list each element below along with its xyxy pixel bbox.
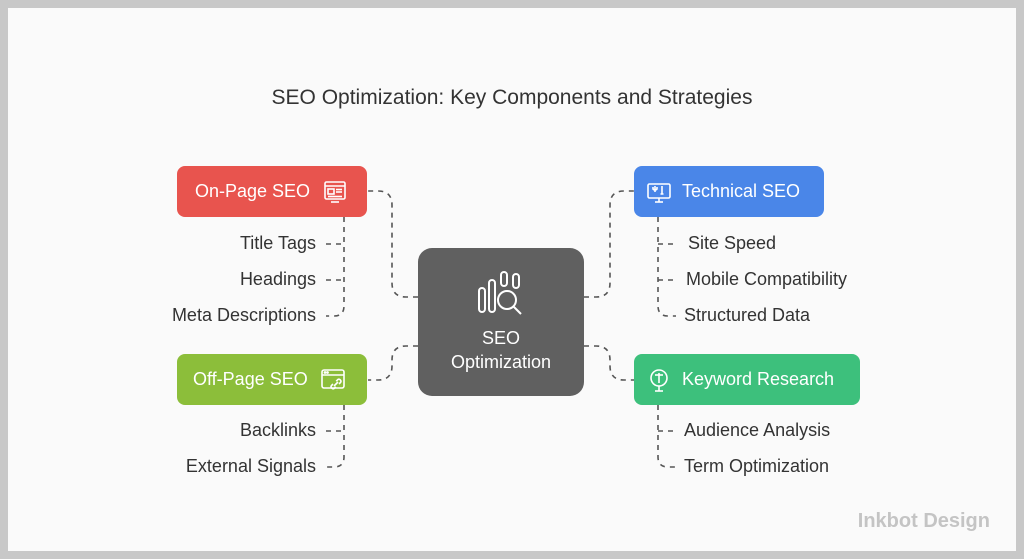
- center-label-line2: Optimization: [450, 352, 552, 372]
- off-page-item-external-signals: External Signals: [185, 456, 316, 476]
- search-target-icon: [646, 367, 672, 393]
- on-page-item-meta-descriptions: Meta Descriptions: [171, 305, 316, 325]
- keyword-item-audience-analysis: Audience Analysis: [684, 420, 831, 440]
- connector-off-page: [368, 345, 418, 381]
- monitor-tools-icon: [646, 179, 672, 205]
- off-page-seo-label: Off-Page SEO: [193, 369, 308, 389]
- brand-watermark: Inkbot Design: [857, 510, 990, 532]
- technical-item-site-speed: Site Speed: [688, 233, 777, 253]
- off-page-seo-box[interactable]: Off-Page SEO: [177, 354, 367, 405]
- on-page-item-headings: Headings: [239, 269, 316, 289]
- on-page-seo-box[interactable]: On-Page SEO: [177, 166, 367, 217]
- center-node[interactable]: SEO Optimization: [418, 248, 584, 396]
- connector-off-page-items: [326, 405, 345, 468]
- off-page-item-backlinks: Backlinks: [239, 420, 316, 440]
- technical-seo-box[interactable]: Technical SEO: [634, 166, 824, 217]
- on-page-seo-label: On-Page SEO: [195, 181, 311, 201]
- technical-item-structured-data: Structured Data: [684, 305, 811, 325]
- connector-on-page: [368, 190, 418, 298]
- technical-seo-label: Technical SEO: [682, 181, 801, 201]
- connector-keyword-items: [657, 405, 676, 468]
- keyword-research-box[interactable]: Keyword Research: [634, 354, 860, 405]
- keyword-research-label: Keyword Research: [682, 369, 835, 389]
- browser-link-icon: [320, 367, 346, 393]
- connector-technical: [584, 190, 634, 298]
- technical-item-mobile-compatibility: Mobile Compatibility: [686, 269, 848, 289]
- connector-on-page-items: [326, 217, 345, 317]
- connector-technical-items: [657, 217, 676, 317]
- connector-keyword: [584, 345, 634, 381]
- diagram-title: SEO Optimization: Key Components and Str…: [271, 86, 753, 109]
- chart-magnifier-icon: [418, 268, 584, 318]
- center-label-line1: SEO: [481, 328, 520, 348]
- keyword-item-term-optimization: Term Optimization: [684, 456, 830, 476]
- on-page-item-title-tags: Title Tags: [239, 233, 316, 253]
- webpage-icon: [322, 179, 348, 205]
